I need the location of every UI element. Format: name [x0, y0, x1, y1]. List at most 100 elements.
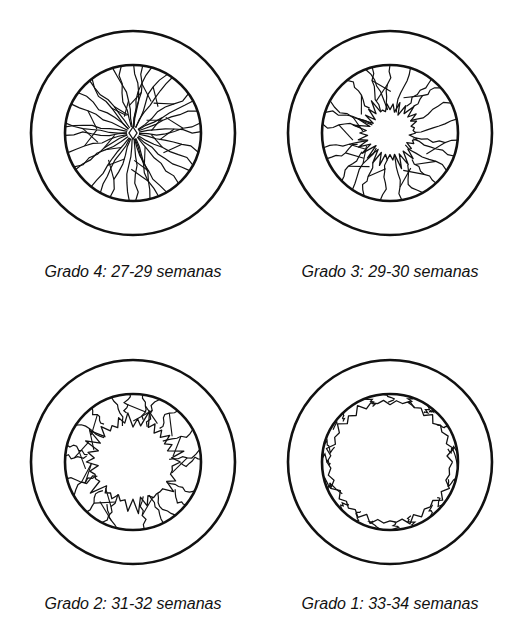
- vessel-branch: [400, 168, 411, 187]
- vessel: [363, 162, 373, 195]
- vessel: [413, 139, 454, 156]
- vessel: [323, 452, 331, 465]
- vessel-branch: [173, 436, 181, 456]
- grade-caption: Grado 4: 27-29 semanas: [3, 262, 263, 282]
- vessel: [408, 397, 415, 408]
- vessel: [448, 479, 455, 486]
- vessel: [175, 489, 186, 505]
- vessel-branch: [349, 144, 367, 149]
- vessel-branch: [169, 413, 172, 436]
- vessel-branch: [339, 125, 353, 140]
- vessel: [405, 145, 446, 171]
- vessel-branch: [376, 84, 387, 101]
- vessel-branch: [404, 96, 423, 98]
- vessel-branch: [403, 170, 424, 174]
- vessel: [71, 104, 127, 130]
- vessel: [160, 411, 178, 429]
- vessel: [139, 123, 200, 135]
- vessel-branch: [345, 153, 363, 158]
- vessel-branch: [105, 147, 121, 149]
- grade-caption: Grado 3: 29-30 semanas: [260, 262, 520, 282]
- vessel-branch: [106, 488, 111, 506]
- vessel: [366, 70, 388, 111]
- vessel: [356, 511, 361, 521]
- vessel: [67, 476, 96, 482]
- vessel: [372, 67, 380, 111]
- vessel: [429, 505, 432, 518]
- vessel-branch: [415, 161, 436, 164]
- vessel-branch: [147, 120, 163, 121]
- vessel-branch: [163, 144, 182, 152]
- vessel: [412, 160, 436, 184]
- vessel: [324, 441, 334, 453]
- vessel: [414, 88, 441, 106]
- vessel: [342, 411, 344, 422]
- vessel-branch: [107, 159, 124, 166]
- center-mark: [129, 127, 137, 139]
- vessel: [324, 141, 368, 148]
- vessel: [341, 503, 349, 511]
- vessel: [87, 491, 103, 512]
- vessel: [134, 139, 138, 201]
- vessel: [415, 138, 457, 143]
- vessel: [136, 78, 173, 128]
- vessel: [396, 68, 410, 112]
- vessel: [333, 420, 336, 429]
- vessel: [102, 495, 118, 523]
- vessel: [393, 522, 399, 529]
- vessel: [68, 135, 127, 153]
- vessel-branch: [154, 103, 174, 105]
- vessel: [437, 425, 447, 428]
- eye: [288, 360, 492, 564]
- lens-outline: [322, 394, 458, 530]
- vessel: [135, 139, 158, 196]
- vessel-branch: [151, 135, 162, 147]
- vessel-branch: [85, 464, 91, 482]
- vessel: [91, 138, 129, 187]
- vessel-branch: [133, 410, 152, 421]
- vessel-front: [326, 400, 453, 523]
- vessel: [119, 66, 131, 127]
- vessel-branch: [368, 169, 386, 177]
- vessel: [78, 93, 128, 129]
- vessel: [167, 483, 195, 493]
- vessel: [437, 498, 443, 507]
- vessel-branch: [129, 92, 141, 105]
- vessel-branch: [79, 451, 86, 469]
- vessel: [112, 397, 123, 425]
- vessel: [138, 101, 193, 130]
- vessel-branch: [172, 458, 187, 473]
- vessel-front: [86, 411, 184, 514]
- vessel: [380, 160, 387, 201]
- vessel: [127, 139, 132, 201]
- vessel: [369, 521, 378, 528]
- grade-caption: Grado 2: 31-32 semanas: [3, 594, 263, 614]
- vessel: [74, 476, 97, 496]
- vessel: [415, 119, 457, 132]
- vessel: [330, 101, 372, 125]
- vessel-branch: [142, 497, 153, 516]
- lens-outline: [65, 65, 201, 201]
- vessel: [394, 154, 401, 200]
- vessel: [424, 405, 429, 413]
- vessel: [386, 65, 391, 110]
- vessel: [347, 80, 370, 108]
- vessel-branch: [144, 147, 146, 163]
- eye-outline: [288, 360, 492, 564]
- vessel: [408, 516, 415, 526]
- vessel: [146, 399, 159, 427]
- eye-outline: [31, 360, 235, 564]
- vessel: [410, 102, 451, 120]
- vessel-branch: [88, 111, 97, 129]
- vessel-branch: [94, 502, 116, 503]
- vessel: [169, 449, 200, 459]
- vessel: [65, 132, 127, 136]
- eye-outline: [288, 31, 492, 235]
- vessel-branch: [89, 429, 94, 450]
- vessel-branch: [166, 117, 183, 128]
- vessel: [124, 394, 131, 413]
- lens-outline: [322, 65, 458, 201]
- vessel: [163, 429, 193, 441]
- vessel: [74, 135, 127, 167]
